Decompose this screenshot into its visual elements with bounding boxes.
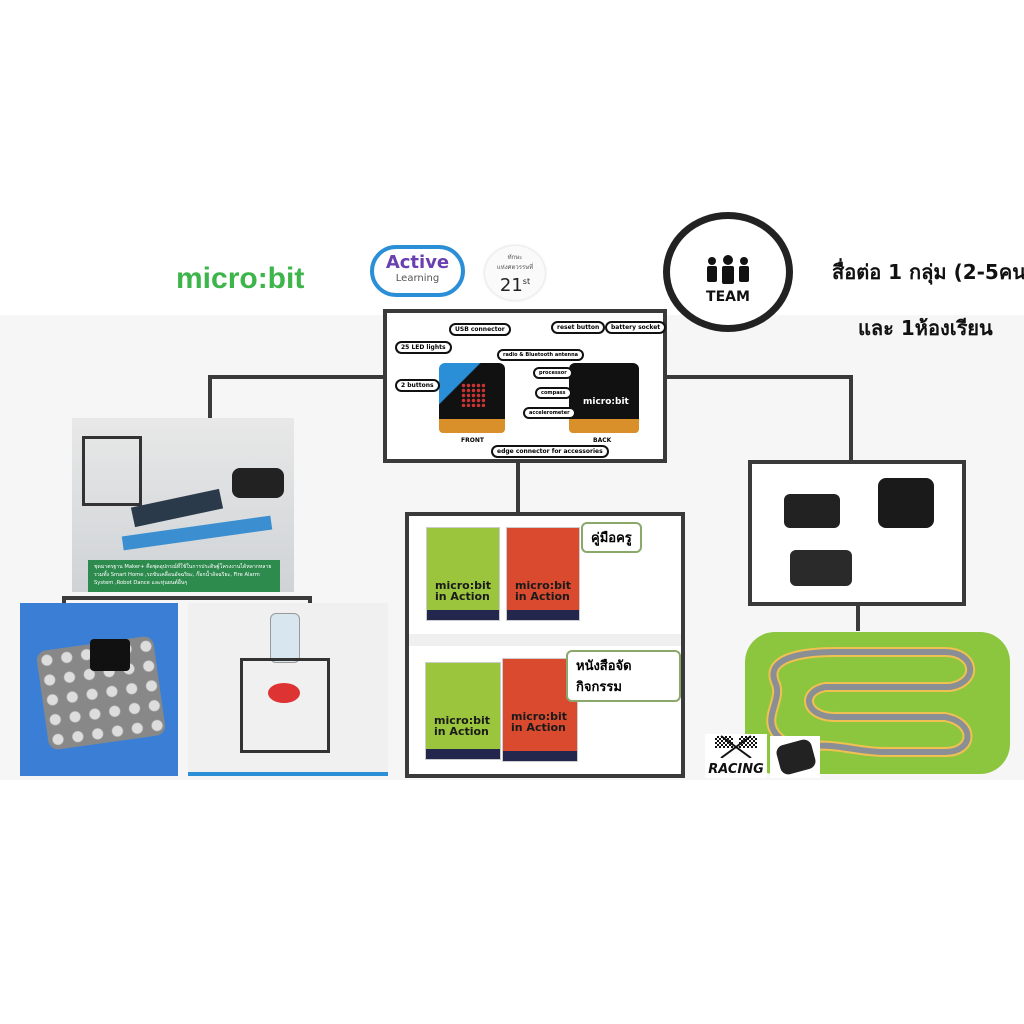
connector-left-split — [62, 596, 312, 600]
active-label: Active — [385, 252, 450, 273]
team-badge: TEAM — [663, 212, 793, 332]
robot-car-front-image — [878, 478, 934, 528]
robot-arm-image — [130, 488, 224, 528]
robot-frame-image — [82, 436, 142, 506]
connector-left-down — [208, 375, 212, 420]
microbit-on-kit — [90, 639, 130, 671]
label-usb-connector: USB connector — [449, 323, 511, 336]
label-radio-antenna: radio & Bluetooth antenna — [497, 349, 585, 361]
water-bottle-image — [270, 613, 300, 663]
board-logo: micro:bit — [583, 397, 629, 407]
label-buttons: 2 buttons — [395, 379, 440, 392]
skills-label: ทักษะ — [507, 254, 523, 261]
microbit-back-board: micro:bit — [569, 363, 639, 433]
label-led-lights: 25 LED lights — [395, 341, 452, 354]
classroom-text: และ 1ห้องเรียน — [858, 316, 993, 340]
robot-car-top-image — [784, 494, 840, 528]
racing-logo: RACING — [705, 734, 767, 778]
connector-split-right — [308, 596, 312, 606]
label-processor: processor — [533, 367, 573, 379]
teacher-guide-label: คู่มือครู — [581, 522, 642, 553]
century-number: 21st — [499, 275, 531, 296]
label-accelerometer: accelerometer — [523, 407, 576, 419]
microbit-front-board — [439, 363, 505, 433]
label-edge-connector: edge connector for accessories — [491, 445, 609, 458]
connector-track-down — [856, 603, 860, 631]
robot-car-panel — [748, 460, 966, 606]
maker-kit-caption: ชุดมาตรฐาน Maker+ คือชุดอุปกรณ์ที่ใช้ในก… — [88, 560, 280, 592]
label-reset-button: reset button — [551, 321, 606, 334]
track-road — [766, 647, 975, 757]
activity-book-label: หนังสือจัดกิจกรรม — [566, 650, 681, 702]
connector-right-down — [849, 375, 853, 462]
label-battery-socket: battery socket — [605, 321, 667, 334]
label-back: BACK — [593, 437, 612, 444]
activity-red-book: micro:bit in Action — [502, 658, 578, 762]
microbit-diagram-panel: micro:bit USB connector 25 LED lights 2 … — [383, 309, 667, 463]
frame-image — [240, 658, 330, 753]
connector-split-left — [62, 596, 66, 606]
books-panel: micro:bit in Action micro:bit in Action … — [405, 512, 685, 778]
active-learning-logo: Active Learning — [370, 245, 465, 297]
water-dispenser-project-photo — [188, 603, 388, 776]
red-cap-image — [268, 683, 300, 703]
teacher-guide-red-book: micro:bit in Action — [506, 527, 580, 621]
learning-label: Learning — [395, 273, 440, 284]
team-label: TEAM — [706, 289, 750, 305]
21st-century-skills-badge: ทักษะ แห่งศตวรรษที่ 21st — [485, 246, 545, 300]
activity-green-book: micro:bit in Action — [425, 662, 501, 760]
label-front: FRONT — [461, 437, 484, 444]
racing-robot-image — [770, 736, 820, 778]
robot-car-bottom-image — [790, 550, 852, 586]
maker-kit-photo: ชุดมาตรฐาน Maker+ คือชุดอุปกรณ์ที่ใช้ในก… — [72, 418, 294, 592]
back-edge-pins — [569, 419, 639, 433]
robot-car-image — [232, 468, 284, 498]
front-edge-pins — [439, 419, 505, 433]
racing-label: RACING — [708, 762, 764, 777]
microbit-kit-photo-blue — [20, 603, 178, 776]
bottom-blue-bar — [188, 772, 388, 776]
teacher-guide-green-book: micro:bit in Action — [426, 527, 500, 621]
books-divider — [409, 634, 681, 646]
century-label: แห่งศตวรรษที่ — [496, 264, 534, 271]
group-size-text: สื่อต่อ 1 กลุ่ม (2-5คน — [832, 260, 1024, 284]
label-compass: compass — [535, 387, 572, 399]
checkered-flags-icon — [715, 735, 757, 759]
led-grid — [461, 383, 485, 407]
connector-center-down — [516, 460, 520, 514]
microbit-logo: micro:bit — [176, 262, 305, 295]
team-people-icon — [707, 255, 749, 284]
